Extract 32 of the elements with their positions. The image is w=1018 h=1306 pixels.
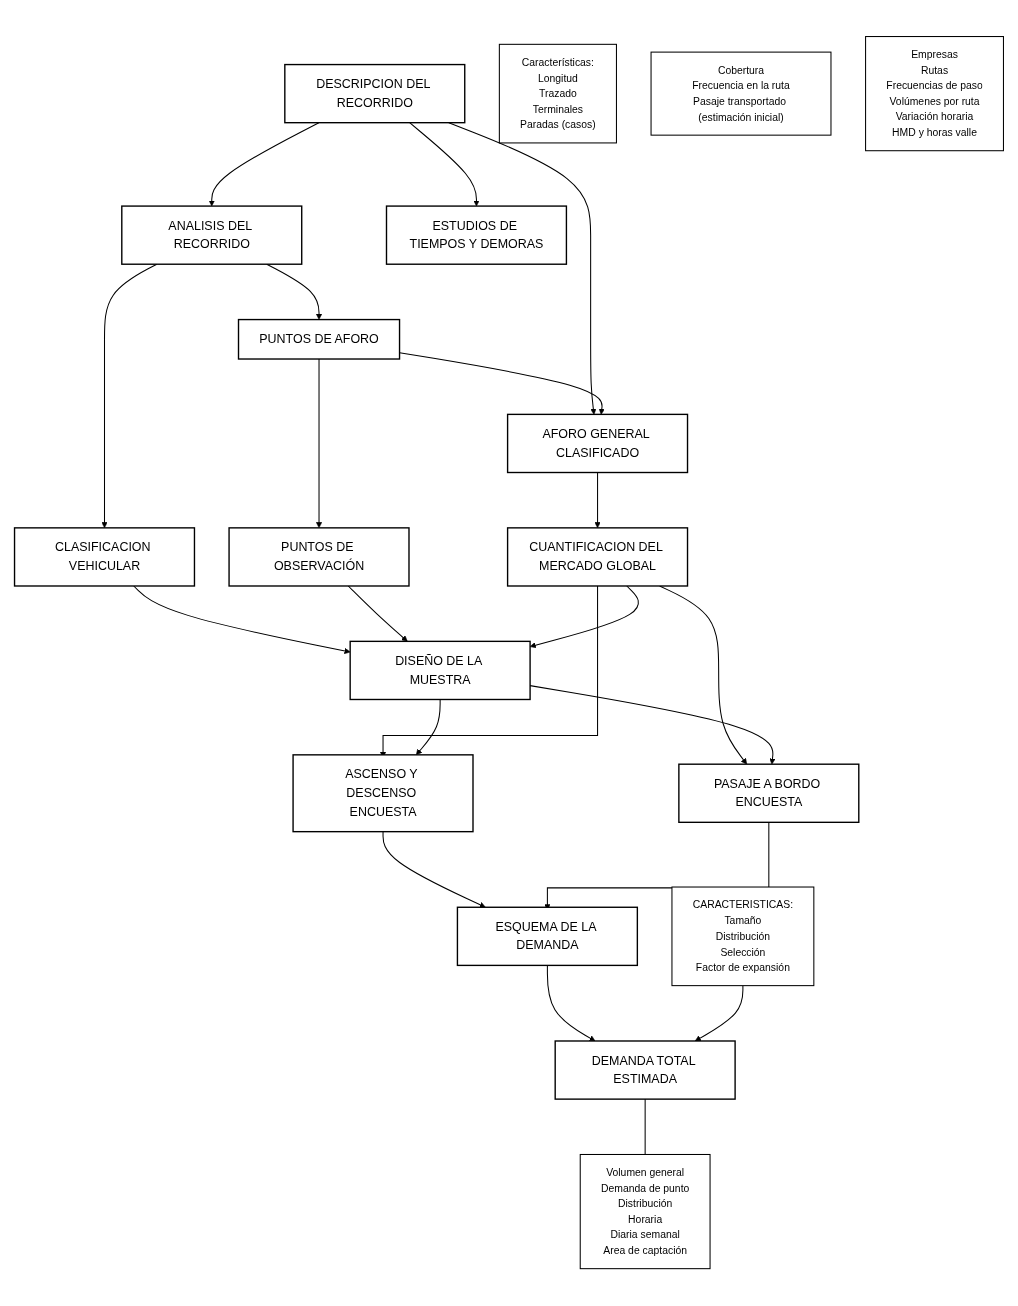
arrow	[316, 358, 323, 529]
node-box: PUNTOS DE OBSERVACIÓN	[228, 527, 410, 588]
node-box: AFORO GENERAL CLASIFICADO	[506, 414, 689, 474]
node-box: Volumen general Demanda de punto Distribución Horaria Diaria semanal Area de captación	[579, 1154, 711, 1270]
node-box: Empresas Rutas Frecuencias de paso Volúmenes por ruta Variación horaria HMD y horas valle	[865, 36, 1004, 152]
node-box: DESCRIPCION DEL RECORRIDO	[284, 64, 466, 124]
arrow	[659, 585, 748, 765]
arrow	[347, 585, 408, 642]
node-box: ESQUEMA DE LA DEMANDA	[456, 906, 639, 967]
node-box: PUNTOS DE AFORO	[237, 319, 401, 361]
arrow	[399, 352, 605, 416]
arrow	[694, 985, 744, 1042]
node-box: Características: Longitud Trazado Terminales Paradas (casos)	[498, 44, 617, 144]
connector	[644, 1099, 646, 1156]
node-box: DISEÑO DE LA MUESTRA	[349, 641, 531, 701]
node-box: CLASIFICACION VEHICULAR	[13, 527, 196, 588]
node-box: PASAJE A BORDO ENCUESTA	[678, 763, 860, 824]
arrow	[133, 585, 351, 655]
arrow	[266, 264, 323, 321]
node-box: ANALISIS DEL RECORRIDO	[121, 205, 303, 266]
arrow	[415, 699, 441, 756]
arrow	[409, 122, 480, 207]
node-box: ASCENSO Y DESCENSO ENCUESTA	[292, 754, 474, 833]
node-box: CUANTIFICACION DEL MERCADO GLOBAL	[506, 527, 689, 588]
arrow	[101, 264, 158, 529]
arrow	[546, 965, 596, 1042]
node-box: CARACTERISTICAS: Tamaño Distribución Selección Factor de expansión	[671, 886, 815, 987]
node-box: Cobertura Frecuencia en la ruta Pasaje transportado (estimación inicial)	[650, 52, 832, 137]
arrow	[594, 472, 601, 529]
node-box: ESTUDIOS DE TIEMPOS Y DEMORAS	[385, 205, 568, 266]
node-box: DEMANDA TOTAL ESTIMADA	[554, 1040, 736, 1101]
arrow	[382, 831, 486, 909]
